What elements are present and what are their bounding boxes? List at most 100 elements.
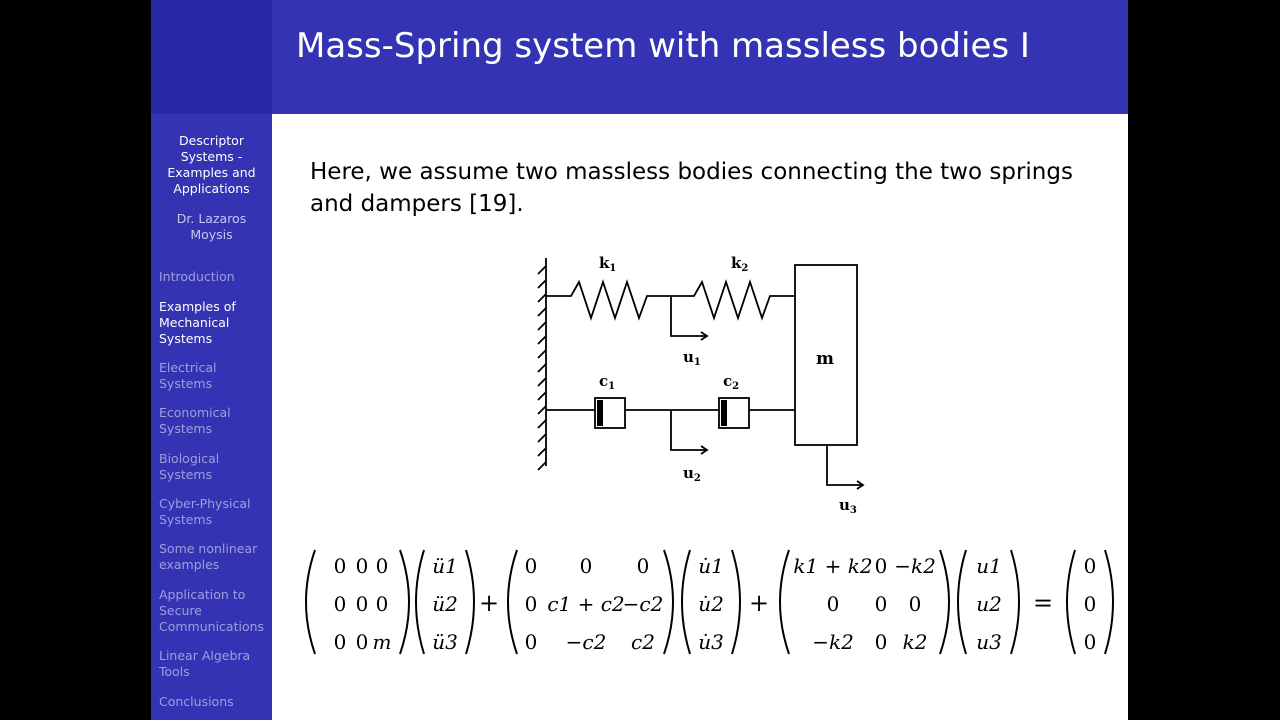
nav-label: Introduction [159,269,235,284]
vector-zero: 0 0 0 [1066,549,1114,655]
label-c2: c2 [723,372,739,392]
svg-text:0: 0 [875,630,888,654]
nav-mechanical-systems[interactable]: Examples of Mechanical Systems [159,299,271,347]
svg-text:ü2: ü2 [432,592,458,616]
nav-label: Systems [159,421,213,436]
nav-label: Mechanical [159,315,230,330]
vector-u-ddot: ü1 ü2 ü3 [415,549,475,655]
nav-label: Linear Algebra [159,648,251,663]
label-u1: u1 [683,348,701,368]
svg-text:0: 0 [909,592,922,616]
svg-text:u̇3: u̇3 [698,630,724,654]
nav-label: Conclusions [159,694,234,709]
nav-label: Examples of [159,299,236,314]
svg-text:0: 0 [356,554,369,578]
svg-text:−c2: −c2 [566,630,607,654]
svg-text:0: 0 [875,554,888,578]
nav-nonlinear-examples[interactable]: Some nonlinear examples [159,541,271,573]
author-line: Dr. Lazaros [176,211,247,226]
sidebar-header-block [151,0,272,114]
svg-text:0: 0 [525,554,538,578]
svg-text:ü1: ü1 [432,554,458,578]
presentation-title-line: Applications [173,181,250,196]
presentation-title-line: Examples and [167,165,256,180]
nav-label: examples [159,557,220,572]
damper-c2 [718,397,750,429]
frame-title: Mass-Spring system with massless bodies … [296,26,1030,66]
author-line: Moysis [190,227,233,242]
label-mass: m [816,349,834,369]
nav-secure-communications[interactable]: Application to Secure Communications [159,587,271,635]
label-c1: c1 [599,372,615,392]
nav-economical-systems[interactable]: Economical Systems [159,405,271,437]
presentation-title[interactable]: Descriptor Systems - Examples and Applic… [151,133,272,197]
svg-text:c1 + c2: c1 + c2 [547,592,624,616]
svg-text:k2: k2 [903,630,928,654]
svg-text:0: 0 [1084,592,1097,616]
vector-u-dot: u̇1 u̇2 u̇3 [681,549,741,655]
plus-sign: + [479,589,499,617]
svg-text:0: 0 [827,592,840,616]
spring-k1 [546,279,671,321]
label-u3: u3 [839,496,857,516]
damper-c1 [594,397,626,429]
nav-biological-systems[interactable]: Biological Systems [159,451,271,483]
nav-introduction[interactable]: Introduction [159,269,271,285]
svg-text:0: 0 [1084,554,1097,578]
svg-text:c2: c2 [631,630,655,654]
nav-cyber-physical-systems[interactable]: Cyber-Physical Systems [159,496,271,528]
sidebar: Descriptor Systems - Examples and Applic… [151,0,272,720]
equals-sign: = [1033,589,1053,617]
svg-text:u3: u3 [976,630,1002,654]
presentation-title-line: Descriptor [179,133,244,148]
nav-linear-algebra-tools[interactable]: Linear Algebra Tools [159,648,271,680]
nav-conclusions[interactable]: Conclusions [159,694,271,710]
frame-header: Mass-Spring system with massless bodies … [272,0,1128,114]
nav-electrical-systems[interactable]: Electrical Systems [159,360,271,392]
svg-text:0: 0 [334,554,347,578]
svg-text:0: 0 [875,592,888,616]
svg-text:−k2: −k2 [894,554,936,578]
spring-k2 [671,279,795,321]
svg-text:ü3: ü3 [432,630,458,654]
nav-label: Systems [159,512,213,527]
svg-text:k1 + k2: k1 + k2 [793,554,872,578]
svg-text:0: 0 [580,554,593,578]
nav-label: Secure [159,603,202,618]
svg-text:0: 0 [334,630,347,654]
mass-block [794,264,858,446]
nav-label: Systems [159,331,213,346]
svg-text:0: 0 [525,592,538,616]
nav-label: Application to [159,587,246,602]
svg-text:0: 0 [356,592,369,616]
nav-label: Communications [159,619,265,634]
svg-text:0: 0 [1084,630,1097,654]
body-paragraph: Here, we assume two massless bodies conn… [310,159,1073,217]
svg-text:0: 0 [637,554,650,578]
slide: Descriptor Systems - Examples and Applic… [151,0,1128,720]
svg-text:u2: u2 [976,592,1002,616]
nav-label: Biological [159,451,220,466]
nav-label: Systems [159,376,213,391]
svg-text:0: 0 [376,554,389,578]
wall-hatching [537,265,547,471]
vector-u: u1 u2 u3 [957,549,1020,655]
presentation-title-line: Systems - [180,149,243,164]
author[interactable]: Dr. Lazaros Moysis [151,211,272,243]
svg-text:m: m [373,630,392,654]
svg-text:0: 0 [356,630,369,654]
svg-text:−k2: −k2 [812,630,854,654]
svg-text:0: 0 [525,630,538,654]
nav-label: Some nonlinear [159,541,258,556]
label-u2: u2 [683,464,701,484]
nav-label: Systems [159,467,213,482]
label-k1: k1 [599,254,616,274]
nav-label: Economical [159,405,231,420]
svg-text:u̇2: u̇2 [698,592,724,616]
svg-text:0: 0 [376,592,389,616]
svg-text:−c2: −c2 [623,592,664,616]
